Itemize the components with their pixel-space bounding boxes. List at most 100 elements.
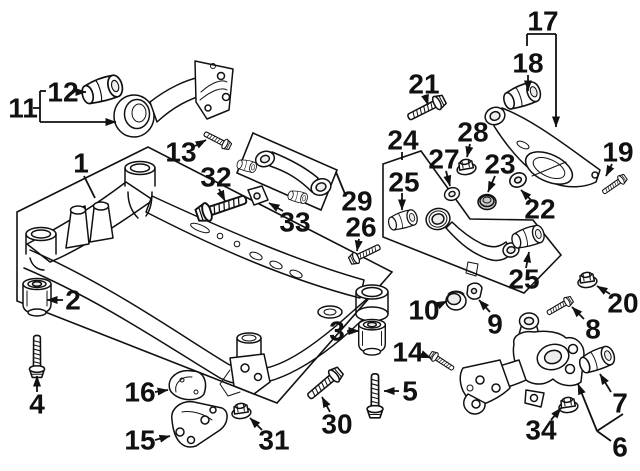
callout-label-8[interactable]: 8	[585, 314, 601, 345]
part-12-bushing	[78, 72, 126, 107]
callout-label-34[interactable]: 34	[525, 415, 557, 446]
callout-arrow	[154, 387, 169, 396]
part-30-bolt	[303, 364, 346, 404]
callout-2: 2	[46, 285, 81, 316]
callout-label-25[interactable]: 25	[508, 264, 539, 295]
callout-label-6[interactable]: 6	[612, 432, 628, 463]
callout-line	[596, 413, 624, 432]
callout-24: 24	[387, 125, 419, 160]
callout-label-30[interactable]: 30	[321, 409, 352, 440]
callout-arrow	[321, 396, 331, 413]
callout-label-23[interactable]: 23	[484, 149, 515, 180]
part-8-bolt	[544, 294, 575, 319]
callout-label-18[interactable]: 18	[512, 48, 543, 79]
callout-21: 21	[408, 69, 440, 106]
callout-label-3[interactable]: 3	[329, 316, 345, 347]
callout-arrow	[571, 306, 585, 320]
assembly-box-subframe	[16, 146, 394, 404]
callout-arrow	[354, 238, 363, 252]
callout-label-12[interactable]: 12	[47, 77, 78, 108]
part-13-bolt	[201, 128, 234, 152]
callout-label-27[interactable]: 27	[428, 144, 459, 175]
callout-arrow	[550, 407, 562, 421]
callout-8: 8	[571, 306, 601, 345]
callout-label-29[interactable]: 29	[341, 186, 372, 217]
part-17-arm-drawing	[484, 106, 601, 188]
callout-19: 19	[602, 137, 634, 177]
callout-label-28[interactable]: 28	[457, 117, 488, 148]
callout-29: 29	[335, 171, 373, 217]
callout-34: 34	[525, 407, 562, 446]
callout-4: 4	[29, 375, 45, 420]
callout-arrow	[216, 188, 226, 202]
callout-label-9[interactable]: 9	[487, 309, 503, 340]
callout-arrow	[605, 163, 615, 177]
callout-arrow	[443, 170, 452, 187]
callout-line	[83, 175, 96, 199]
callout-11: 11	[8, 90, 117, 126]
callout-26: 26	[345, 212, 377, 252]
callout-arrow	[435, 300, 448, 310]
callout-label-7[interactable]: 7	[612, 388, 628, 419]
callout-label-15[interactable]: 15	[124, 425, 155, 456]
callout-label-20[interactable]: 20	[607, 288, 638, 319]
callout-label-24[interactable]: 24	[387, 125, 419, 156]
callout-label-31[interactable]: 31	[258, 425, 289, 456]
part-31-nut	[229, 401, 253, 421]
part-24-rod-drawing	[386, 207, 547, 277]
assembly-box-track-rod	[382, 150, 563, 294]
callout-label-10[interactable]: 10	[408, 295, 439, 326]
callout-label-26[interactable]: 26	[345, 212, 376, 243]
part-subframe-drawing	[23, 160, 389, 397]
callout-label-21[interactable]: 21	[408, 69, 439, 100]
part-2-bushing	[22, 277, 52, 317]
callout-line	[596, 430, 612, 442]
callout-31: 31	[249, 417, 290, 456]
part-20-nut	[575, 270, 599, 290]
callout-label-19[interactable]: 19	[602, 137, 633, 168]
part-29-link-drawing	[235, 150, 332, 205]
callout-25: 25	[388, 167, 420, 211]
callout-label-4[interactable]: 4	[29, 389, 45, 420]
callout-15: 15	[124, 425, 171, 456]
callout-20: 20	[596, 285, 639, 319]
callout-arrow	[194, 139, 207, 149]
callout-12: 12	[47, 77, 87, 108]
callout-9: 9	[478, 299, 503, 340]
callout-32: 32	[200, 162, 232, 202]
callout-23: 23	[484, 149, 516, 193]
part-23-nut	[477, 193, 497, 211]
part-5-bolt	[366, 372, 384, 419]
callout-28: 28	[457, 117, 489, 158]
callout-line	[335, 171, 346, 195]
callout-label-13[interactable]: 13	[165, 137, 196, 168]
callout-label-25[interactable]: 25	[388, 167, 419, 198]
callout-label-33[interactable]: 33	[279, 207, 310, 238]
callout-27: 27	[428, 144, 460, 187]
part-19-bolt	[599, 172, 629, 198]
callout-arrow	[154, 434, 171, 443]
callout-label-5[interactable]: 5	[402, 376, 418, 407]
part-10-grommet-drawing	[445, 290, 467, 311]
part-27-washer	[442, 184, 462, 204]
part-15-bracket-drawing	[171, 400, 228, 448]
callout-arrow	[596, 285, 611, 295]
callout-label-1[interactable]: 1	[73, 148, 89, 179]
callout-label-11[interactable]: 11	[8, 93, 38, 124]
callout-arrow	[599, 373, 612, 393]
callout-label-2[interactable]: 2	[65, 285, 81, 316]
callout-label-16[interactable]: 16	[124, 377, 155, 408]
callout-label-17[interactable]: 17	[527, 6, 558, 37]
part-4-bolt	[28, 334, 46, 379]
callout-17: 17	[526, 6, 560, 128]
callout-arrow	[268, 202, 284, 212]
callout-arrow	[478, 299, 491, 313]
callout-label-14[interactable]: 14	[392, 337, 424, 368]
callout-label-32[interactable]: 32	[200, 162, 231, 193]
callout-arrow	[520, 189, 532, 201]
callout-label-22[interactable]: 22	[524, 194, 555, 225]
callout-arrow	[487, 175, 496, 193]
part-9-clip-drawing	[466, 282, 483, 300]
